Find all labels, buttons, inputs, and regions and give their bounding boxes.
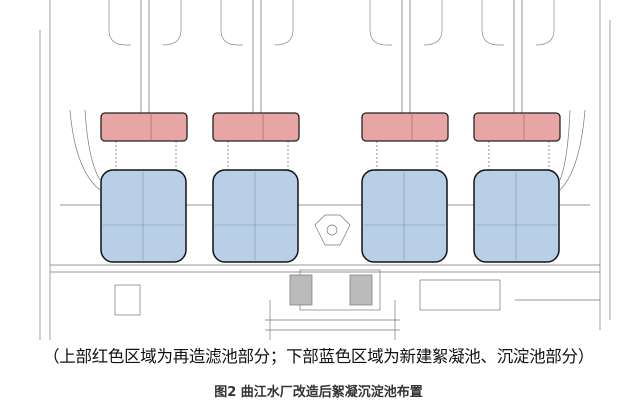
- sedimentation-tank-4: [473, 169, 560, 263]
- sedimentation-tank-3: [361, 169, 448, 263]
- figure-caption: 图2 曲江水厂改造后絮凝沉淀池布置: [214, 385, 423, 400]
- sedimentation-tank-2: [212, 169, 299, 263]
- site-lines: [39, 0, 611, 340]
- plant-layout-plan: [39, 0, 611, 340]
- clarifier-outline: [220, 0, 294, 46]
- filter-basin-2: [212, 112, 300, 142]
- clarifier-outline: [369, 0, 443, 46]
- sedimentation-tank-1: [100, 169, 187, 263]
- treatment-units: [100, 0, 561, 263]
- clarifier-outline: [481, 0, 555, 46]
- filter-basin-1: [100, 112, 188, 142]
- filter-basin-3: [361, 112, 449, 142]
- clarifier-outline: [108, 0, 182, 46]
- filter-basin-4: [473, 112, 561, 142]
- figure-note: （上部红色区域为再造滤池部分；下部蓝色区域为新建絮凝池、沉淀池部分）: [43, 347, 594, 366]
